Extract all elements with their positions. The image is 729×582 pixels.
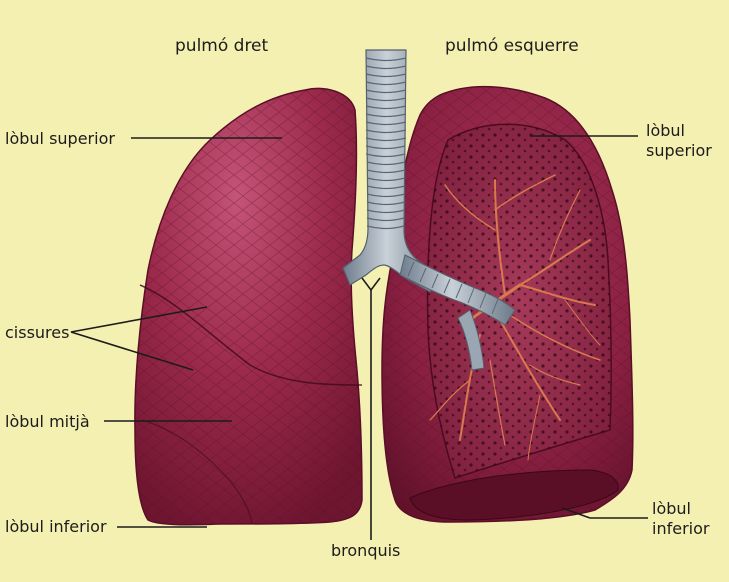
label-left-upper-lobe-line1: lòbul	[646, 121, 685, 140]
leader-bronchi-right	[370, 277, 381, 291]
label-right-lung: pulmó dret	[175, 36, 269, 56]
leader-fissure-upper	[70, 306, 208, 333]
right-lung	[134, 87, 363, 526]
leader-bronchi-left	[361, 277, 372, 291]
trachea	[342, 49, 516, 371]
lower-lobe-cut	[409, 469, 619, 521]
label-left-lung: pulmó esquerre	[445, 36, 579, 56]
label-left-lower-lobe-line2: inferior	[652, 519, 710, 538]
label-left-lower-lobe-line1: lòbul	[652, 499, 691, 518]
label-right-middle-lobe: lòbul mitjà	[5, 412, 90, 431]
label-right-lower-lobe: lòbul inferior	[5, 517, 107, 536]
leader-left-lower-lobe-a	[561, 507, 591, 519]
leader-fissure-lower	[70, 331, 194, 371]
horizontal-fissure	[139, 284, 363, 386]
label-right-upper-lobe: lòbul superior	[5, 129, 115, 148]
label-bronchi: bronquis	[331, 541, 401, 560]
oblique-fissure	[141, 419, 253, 525]
label-fissures: cissures	[5, 323, 70, 342]
leader-lines	[70, 135, 648, 540]
label-left-upper-lobe-line2: superior	[646, 141, 712, 160]
